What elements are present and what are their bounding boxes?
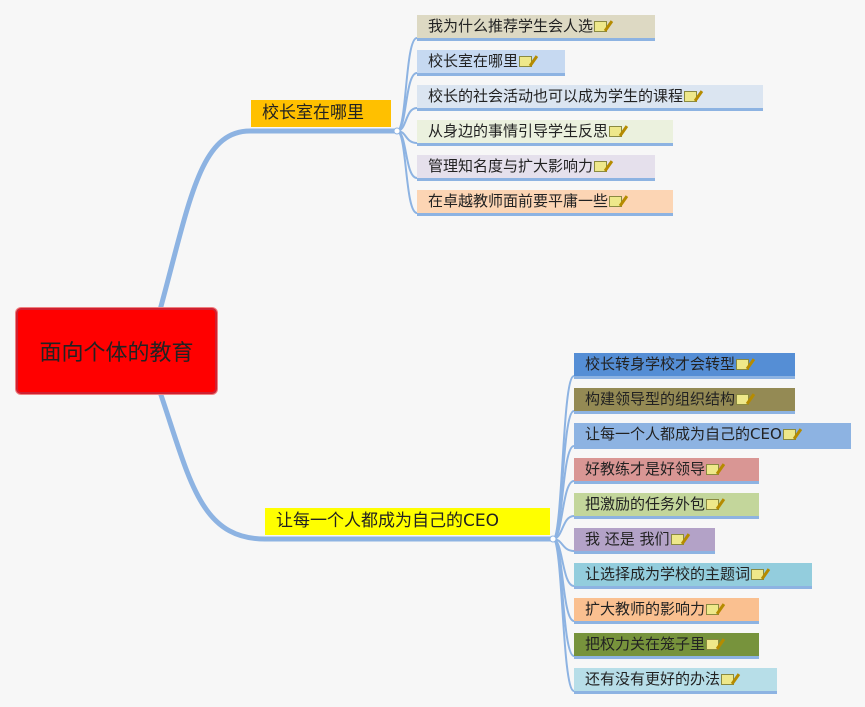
note-edit-icon[interactable] — [782, 429, 796, 440]
child-label: 好教练才是好领导 — [585, 460, 706, 478]
child-node[interactable]: 我为什么推荐学生会人选 — [417, 15, 655, 41]
note-edit-icon[interactable] — [736, 359, 750, 370]
child-node[interactable]: 让选择成为学校的主题词 — [574, 563, 812, 589]
child-node[interactable]: 在卓越教师面前要平庸一些 — [417, 190, 673, 216]
branch-collapse-handle[interactable] — [393, 127, 401, 135]
child-node[interactable]: 校长转身学校才会转型 — [574, 353, 795, 379]
branch-node-principal-office[interactable]: 校长室在哪里 — [251, 100, 391, 127]
child-label: 管理知名度与扩大影响力 — [428, 157, 594, 175]
note-edit-icon[interactable] — [706, 499, 720, 510]
note-edit-icon[interactable] — [706, 464, 720, 475]
child-label: 让每一个人都成为自己的CEO — [585, 425, 782, 443]
root-node[interactable]: 面向个体的教育 — [16, 308, 217, 394]
branch-to-child-line — [396, 130, 418, 214]
child-label: 我为什么推荐学生会人选 — [428, 17, 594, 35]
child-node[interactable]: 把激励的任务外包 — [574, 493, 759, 519]
branch-label: 让每一个人都成为自己的CEO — [276, 511, 499, 531]
note-edit-icon[interactable] — [609, 196, 623, 207]
child-label: 把激励的任务外包 — [585, 495, 706, 513]
note-edit-icon[interactable] — [706, 639, 720, 650]
child-node[interactable]: 构建领导型的组织结构 — [574, 388, 795, 414]
child-node[interactable]: 好教练才是好领导 — [574, 458, 759, 484]
note-edit-icon[interactable] — [736, 394, 750, 405]
child-node[interactable]: 让每一个人都成为自己的CEO — [574, 423, 851, 449]
child-label: 构建领导型的组织结构 — [585, 390, 736, 408]
child-node[interactable]: 校长的社会活动也可以成为学生的课程 — [417, 85, 763, 111]
child-label: 从身边的事情引导学生反思 — [428, 122, 609, 140]
child-node[interactable]: 还有没有更好的办法 — [574, 668, 777, 694]
branch-collapse-handle[interactable] — [549, 535, 557, 543]
child-label: 扩大教师的影响力 — [585, 600, 706, 618]
note-edit-icon[interactable] — [684, 91, 698, 102]
branch-to-child-line — [552, 538, 575, 692]
child-node[interactable]: 把权力关在笼子里 — [574, 633, 759, 659]
note-edit-icon[interactable] — [519, 56, 533, 67]
root-label: 面向个体的教育 — [39, 341, 194, 366]
child-label: 校长室在哪里 — [428, 52, 519, 70]
note-edit-icon[interactable] — [721, 674, 735, 685]
note-edit-icon[interactable] — [670, 534, 684, 545]
child-node[interactable]: 校长室在哪里 — [417, 50, 565, 76]
child-label: 把权力关在笼子里 — [585, 635, 706, 653]
note-edit-icon[interactable] — [706, 604, 720, 615]
child-node[interactable]: 管理知名度与扩大影响力 — [417, 155, 655, 181]
child-label: 在卓越教师面前要平庸一些 — [428, 192, 609, 210]
child-label: 校长转身学校才会转型 — [585, 355, 736, 373]
root-to-branch-line — [157, 128, 400, 313]
branch-node-ceo[interactable]: 让每一个人都成为自己的CEO — [265, 508, 550, 535]
note-edit-icon[interactable] — [609, 126, 623, 137]
note-edit-icon[interactable] — [594, 161, 608, 172]
child-label: 还有没有更好的办法 — [585, 670, 721, 688]
note-edit-icon[interactable] — [751, 569, 765, 580]
child-node[interactable]: 我 还是 我们 — [574, 528, 715, 554]
child-label: 让选择成为学校的主题词 — [585, 565, 751, 583]
branch-to-child-line — [552, 410, 575, 540]
branch-label: 校长室在哪里 — [262, 103, 364, 123]
note-edit-icon[interactable] — [594, 21, 608, 32]
child-label: 我 还是 我们 — [585, 530, 670, 548]
child-label: 校长的社会活动也可以成为学生的课程 — [428, 87, 684, 105]
root-to-branch-line — [157, 389, 556, 542]
child-node[interactable]: 从身边的事情引导学生反思 — [417, 120, 673, 146]
child-node[interactable]: 扩大教师的影响力 — [574, 598, 759, 624]
